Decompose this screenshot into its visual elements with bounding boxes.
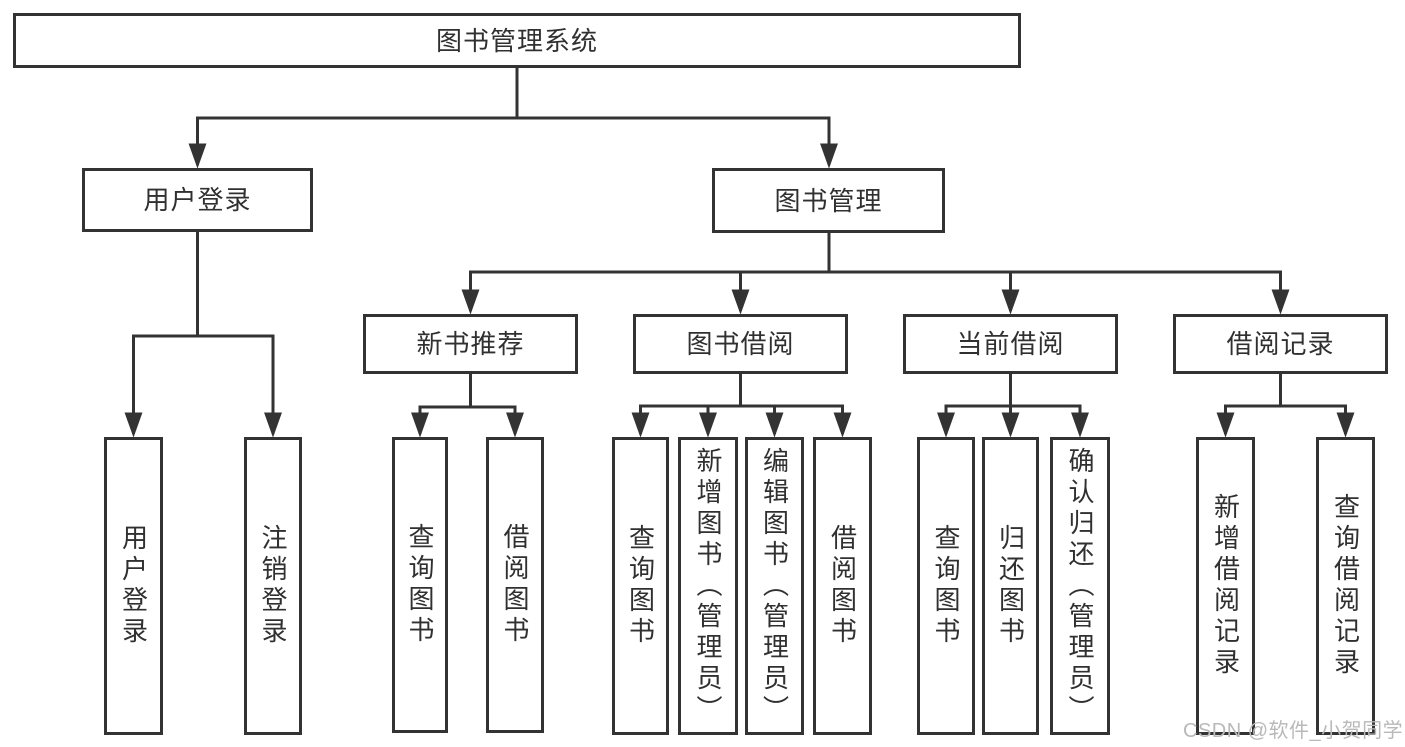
- connector-book-mgmt-branch: [461, 233, 1290, 315]
- connector-new-book-branch: [411, 374, 524, 438]
- leaf-logout: 注销登录: [244, 437, 302, 735]
- connector-user-login-branch: [124, 232, 282, 438]
- leaf-current-return-label: 归还图书: [995, 524, 1026, 648]
- node-root-system: 图书管理系统: [13, 13, 1021, 68]
- leaf-user-login-label: 用户登录: [118, 524, 149, 648]
- leaf-borrow-query-label: 查询图书: [625, 524, 656, 648]
- leaf-current-confirm-admin: 确认归还（管理员）: [1050, 437, 1110, 735]
- leaf-records-add-label: 新增借阅记录: [1210, 493, 1241, 679]
- node-borrow-records: 借阅记录: [1173, 314, 1388, 374]
- node-user-login: 用户登录: [82, 168, 313, 232]
- node-book-management-label: 图书管理: [774, 185, 883, 216]
- node-book-borrow: 图书借阅: [633, 314, 848, 374]
- node-current-borrow: 当前借阅: [903, 314, 1118, 374]
- leaf-newbook-query: 查询图书: [392, 437, 448, 733]
- node-book-borrow-label: 图书借阅: [686, 329, 795, 359]
- leaf-borrow-add-admin-label: 新增图书（管理员）: [693, 446, 723, 726]
- connector-borrow-records-branch: [1216, 374, 1355, 438]
- node-new-book-recommend: 新书推荐: [363, 314, 578, 374]
- leaf-logout-label: 注销登录: [258, 524, 288, 648]
- connector-book-borrow-branch: [631, 374, 852, 438]
- leaf-current-query-label: 查询图书: [931, 524, 961, 648]
- connector-current-borrow-branch: [937, 374, 1089, 438]
- connector-root-to-level2: [188, 68, 838, 169]
- leaf-current-confirm-admin-label: 确认归还（管理员）: [1065, 446, 1095, 726]
- leaf-borrow-book: 借阅图书: [813, 437, 872, 735]
- leaf-records-query-label: 查询借阅记录: [1330, 493, 1361, 679]
- node-user-login-label: 用户登录: [143, 185, 252, 215]
- leaf-user-login: 用户登录: [104, 437, 163, 735]
- leaf-borrow-book-label: 借阅图书: [827, 524, 858, 648]
- leaf-records-query: 查询借阅记录: [1316, 437, 1375, 735]
- leaf-borrow-edit-admin-label: 编辑图书（管理员）: [759, 446, 790, 726]
- leaf-borrow-query: 查询图书: [612, 437, 669, 735]
- csdn-watermark: CSDN @软件_小贺同学: [1183, 720, 1404, 742]
- node-borrow-records-label: 借阅记录: [1226, 329, 1335, 359]
- node-current-borrow-label: 当前借阅: [956, 329, 1065, 359]
- node-new-book-recommend-label: 新书推荐: [416, 329, 525, 359]
- leaf-current-return: 归还图书: [982, 437, 1039, 735]
- leaf-newbook-borrow: 借阅图书: [486, 437, 544, 733]
- node-root-label: 图书管理系统: [435, 25, 598, 56]
- leaf-borrow-add-admin: 新增图书（管理员）: [678, 437, 738, 735]
- leaf-records-add: 新增借阅记录: [1196, 437, 1255, 735]
- node-book-management: 图书管理: [712, 168, 945, 233]
- leaf-borrow-edit-admin: 编辑图书（管理员）: [745, 437, 804, 735]
- leaf-newbook-borrow-label: 借阅图书: [500, 523, 530, 647]
- leaf-newbook-query-label: 查询图书: [405, 523, 435, 647]
- leaf-current-query: 查询图书: [917, 437, 975, 735]
